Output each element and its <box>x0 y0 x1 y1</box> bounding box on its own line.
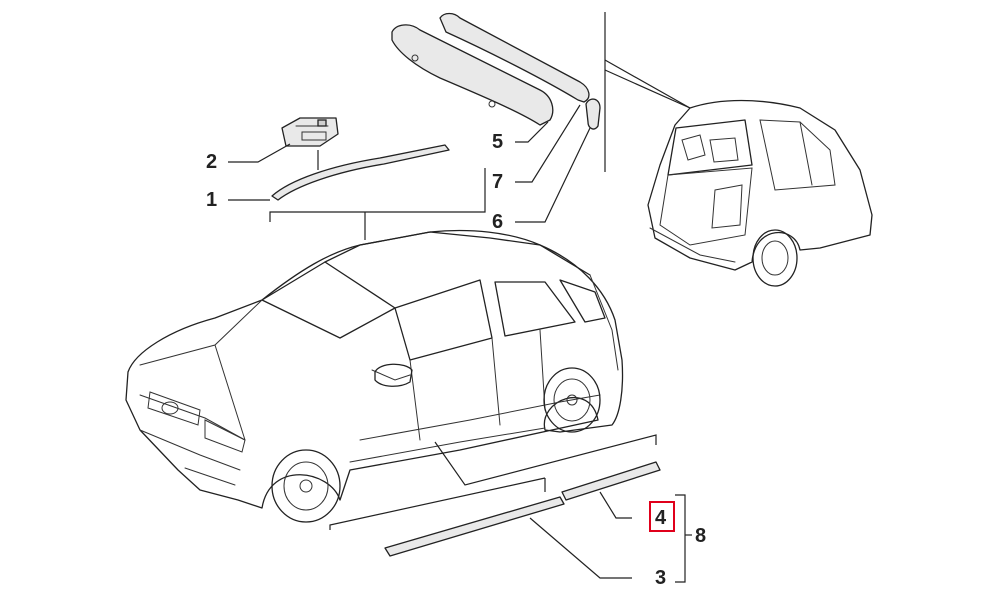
callout-7: 7 <box>492 171 503 193</box>
rear-lamp <box>711 184 743 229</box>
spoiler-hole-1 <box>411 54 419 62</box>
part-4-sill-moulding <box>561 461 661 501</box>
roof-line <box>324 231 591 276</box>
door-mirror <box>374 363 413 387</box>
tailgate <box>659 167 753 246</box>
front-door-window <box>394 279 493 361</box>
rear-wheel <box>543 367 601 433</box>
part-1-roof-trim <box>271 144 450 201</box>
front-bumper <box>139 429 241 486</box>
callout-8: 8 <box>695 525 706 547</box>
badge <box>161 401 179 415</box>
car-body-outline <box>125 229 624 509</box>
rear-door-pillar <box>799 121 813 186</box>
callout-5: 5 <box>492 131 503 153</box>
leader-lines <box>228 12 692 583</box>
spoiler-hole-2 <box>488 100 496 108</box>
part-5-spoiler-lip <box>439 12 590 103</box>
rear-hatch-window <box>667 119 753 176</box>
part-2-clip <box>281 117 339 147</box>
rear-pillar <box>589 274 619 371</box>
front-door-line <box>371 359 421 441</box>
callout-1: 1 <box>206 189 217 211</box>
rear-bumper <box>649 227 736 263</box>
rear-quarter-window <box>559 279 606 323</box>
rear-door-window <box>494 281 576 337</box>
callout-2: 2 <box>206 151 217 173</box>
interior-seats <box>681 134 739 163</box>
side-moulding <box>359 394 601 441</box>
front-wheel <box>271 449 341 523</box>
main-car <box>125 229 624 523</box>
hood-line <box>139 299 263 441</box>
callout-3: 3 <box>655 567 666 589</box>
windshield <box>261 261 396 339</box>
callout-4: 4 <box>655 507 667 529</box>
sill-line <box>349 427 546 463</box>
rear-car-outline <box>647 99 873 271</box>
headlight <box>204 419 246 453</box>
part-7-end-cap <box>585 98 601 130</box>
rear-car <box>647 99 873 287</box>
callout-4-highlight-box <box>649 501 675 532</box>
rear-side-window <box>759 119 836 191</box>
rear-car-wheel <box>752 229 798 287</box>
part-3-sill-moulding <box>384 496 565 557</box>
grille <box>147 391 201 426</box>
callout-6: 6 <box>492 211 503 233</box>
part-5-spoiler <box>391 24 554 126</box>
